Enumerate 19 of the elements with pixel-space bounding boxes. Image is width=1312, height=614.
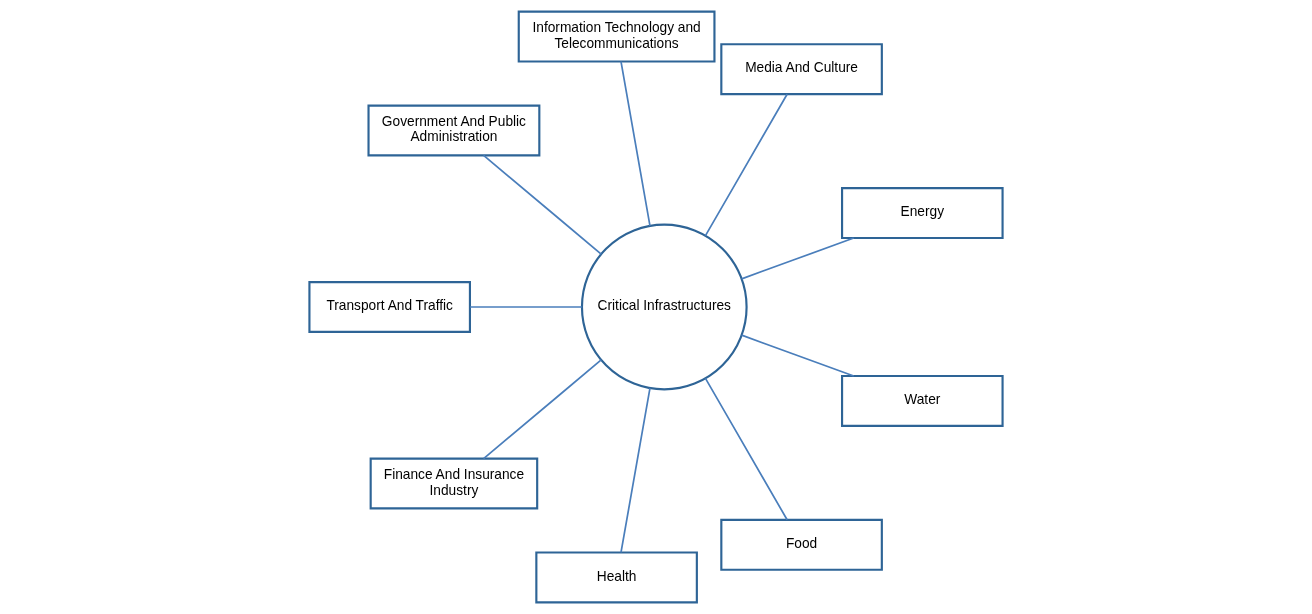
connector: [740, 237, 855, 280]
node-box: Media And Culture: [720, 43, 883, 96]
connector: [704, 93, 788, 237]
connector: [482, 359, 603, 460]
node-circle: Critical Infrastructures: [580, 223, 748, 391]
connector: [620, 60, 651, 227]
node-box: Finance And Insurance Industry: [369, 457, 539, 510]
node-box: Government And Public Administration: [367, 104, 541, 157]
node-box: Health: [535, 551, 698, 604]
connector: [482, 154, 603, 255]
connector: [704, 377, 788, 521]
node-box: Food: [720, 518, 883, 571]
node-box: Transport And Traffic: [308, 281, 471, 333]
node-box: Information Technology and Telecommunications: [517, 10, 716, 63]
node-box: Energy: [841, 187, 1004, 240]
node-box: Water: [841, 374, 1004, 427]
connector: [620, 387, 651, 554]
connector: [740, 334, 855, 377]
connector: [469, 306, 583, 308]
